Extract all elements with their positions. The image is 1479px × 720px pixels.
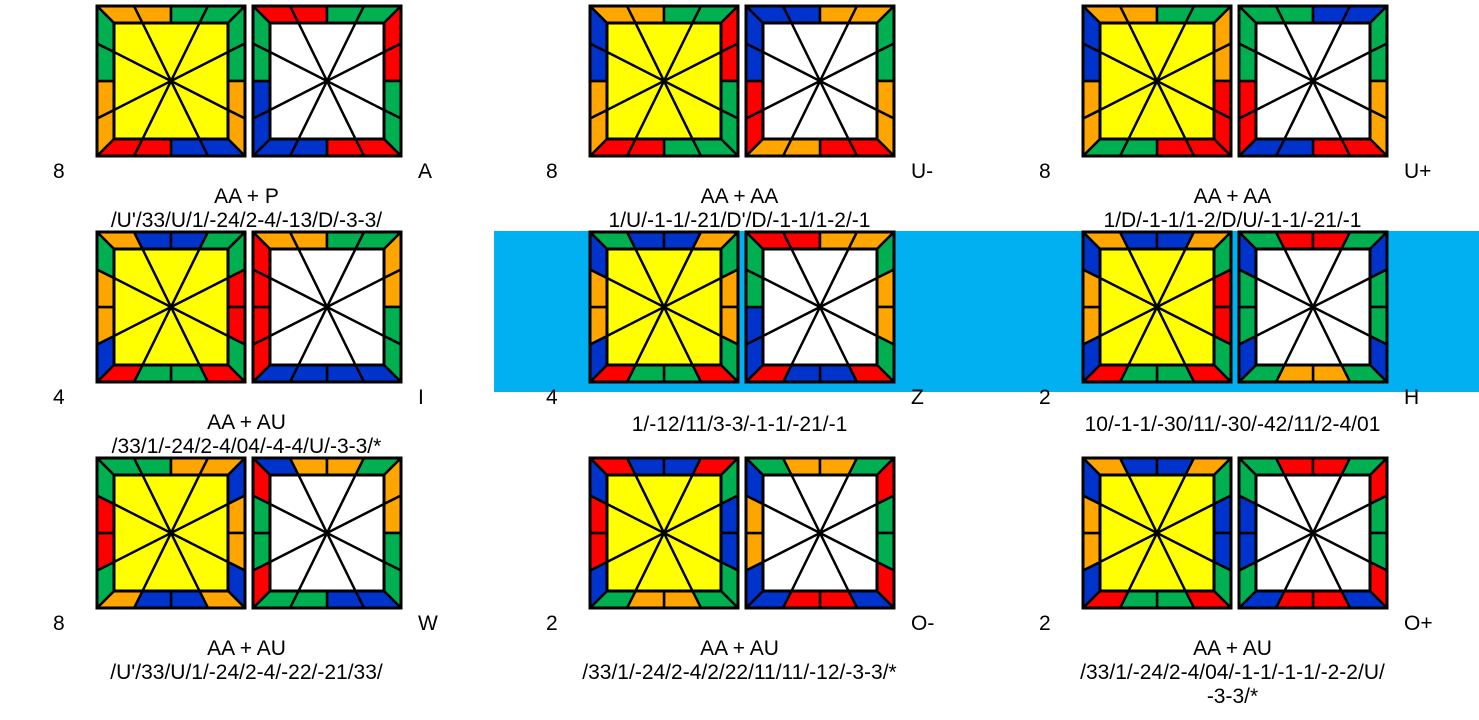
case-algorithm: 1/D/-1-1/1-2/D/U/-1-1/-21/-1 (1103, 209, 1362, 232)
yellow-face (95, 230, 247, 384)
square-1-diagram (95, 230, 403, 384)
case-label: H (1404, 386, 1420, 409)
case-label: Z (911, 386, 924, 409)
yellow-face (1081, 230, 1233, 384)
case-method: AA + P (214, 185, 279, 208)
case-label: W (418, 612, 438, 635)
case-9: 2 O+ AA + AU/33/1/-24/2-4/04/-1-1/-1-1/-2-… (986, 452, 1479, 708)
case-algorithm: 10/-1-1/-30/11/-30/-42/11/2-4/01 (1084, 413, 1381, 436)
square-1-diagram (588, 4, 896, 158)
case-count: 2 (546, 612, 558, 635)
case-algorithm: /U'/33/U/1/-24/2-4/-22/-21/33/ (110, 661, 383, 684)
white-face (251, 4, 403, 158)
case-method: AA + AA (700, 185, 779, 208)
case-4: 4 I AA + AU/33/1/-24/2-4/04/-4-4/U/-3-3/* (0, 226, 493, 466)
case-method: AA + AA (1193, 185, 1272, 208)
case-method: AA + AU (207, 637, 286, 660)
white-face (1237, 456, 1389, 610)
case-count: 4 (546, 386, 558, 409)
white-face (744, 4, 896, 158)
case-count: 8 (546, 160, 558, 183)
yellow-face (95, 4, 247, 158)
case-method: AA + AU (207, 411, 286, 434)
case-algorithm: /33/1/-24/2-4/2/22/11/11/-12/-3-3/* (582, 661, 897, 684)
yellow-face (588, 230, 740, 384)
yellow-face (1081, 4, 1233, 158)
case-algorithm: /33/1/-24/2-4/04/-4-4/U/-3-3/* (111, 435, 382, 458)
case-method: AA + AU (700, 637, 779, 660)
case-count: 8 (1039, 160, 1051, 183)
yellow-face (1081, 456, 1233, 610)
white-face (251, 230, 403, 384)
case-label: O+ (1404, 612, 1433, 635)
case-7: 8 W AA + AU/U'/33/U/1/-24/2-4/-22/-21/33/ (0, 452, 493, 692)
case-8: 2 O- AA + AU/33/1/-24/2-4/2/22/11/11/-12/-… (493, 452, 986, 692)
case-method: AA + AU (1193, 637, 1272, 660)
square-1-diagram (1081, 456, 1389, 610)
square-1-diagram (95, 456, 403, 610)
case-label: I (418, 386, 424, 409)
case-count: 2 (1039, 612, 1051, 635)
white-face (1237, 4, 1389, 158)
case-1: 8 A AA + P/U'/33/U/1/-24/2-4/-13/D/-3-3/ (0, 0, 493, 240)
case-count: 8 (53, 160, 65, 183)
case-algorithm: /U'/33/U/1/-24/2-4/-13/D/-3-3/ (110, 209, 383, 232)
case-count: 4 (53, 386, 65, 409)
square-1-diagram (588, 230, 896, 384)
case-label: O- (911, 612, 935, 635)
case-algorithm: 1/-12/11/3-3/-1-1/-21/-1 (631, 413, 848, 436)
case-5: 4 Z 1/-12/11/3-3/-1-1/-21/-1 (493, 226, 986, 466)
square-1-diagram (1081, 4, 1389, 158)
yellow-face (95, 456, 247, 610)
case-label: U+ (1404, 160, 1432, 183)
square-1-diagram (95, 4, 403, 158)
white-face (744, 456, 896, 610)
case-count: 8 (53, 612, 65, 635)
case-label: A (418, 160, 433, 183)
square-1-diagram (1081, 230, 1389, 384)
yellow-face (588, 456, 740, 610)
white-face (744, 230, 896, 384)
white-face (251, 456, 403, 610)
yellow-face (588, 4, 740, 158)
case-6: 2 H 10/-1-1/-30/11/-30/-42/11/2-4/01 (986, 226, 1479, 466)
white-face (1237, 230, 1389, 384)
case-label: U- (911, 160, 934, 183)
case-count: 2 (1039, 386, 1051, 409)
case-algorithm: 1/U/-1-1/-21/D'/D/-1-1/1-2/-1 (608, 209, 871, 232)
square-1-diagram (588, 456, 896, 610)
case-algorithm: /33/1/-24/2-4/04/-1-1/-1-1/-2-2/U/ -3-3/… (1080, 661, 1385, 708)
